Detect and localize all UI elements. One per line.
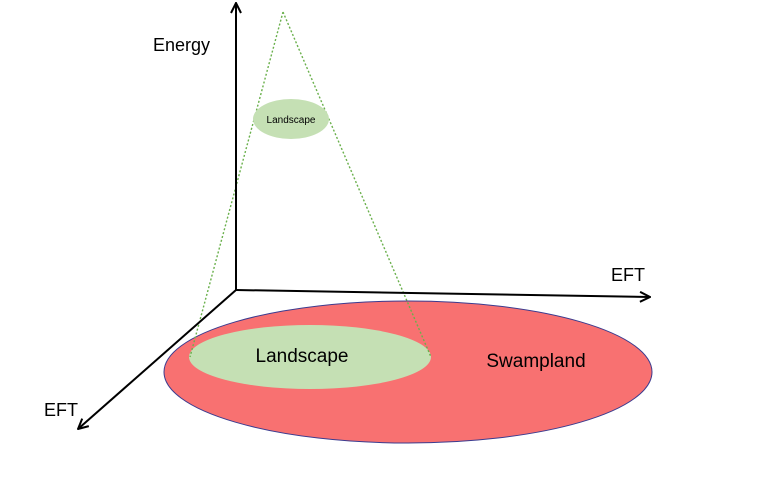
- horizontal-axis: [235, 289, 650, 297]
- landscape-region-small: [253, 99, 329, 139]
- landscape-label-large: Landscape: [256, 346, 349, 367]
- landscape-region-large: [189, 325, 431, 389]
- landscape-label-small: Landscape: [267, 115, 316, 126]
- cone-line-right: [282, 11, 432, 358]
- eft-axis-label-left: EFT: [44, 400, 78, 420]
- energy-axis-label: Energy: [153, 35, 210, 55]
- cone-line-left: [189, 11, 284, 358]
- swampland-label: Swampland: [486, 351, 585, 372]
- eft-axis-label-right: EFT: [611, 265, 645, 285]
- depth-axis: [78, 289, 237, 429]
